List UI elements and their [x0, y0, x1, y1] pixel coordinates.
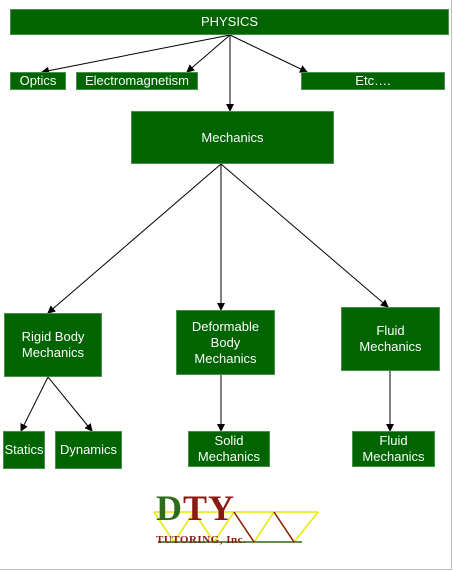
node-physics: PHYSICS	[10, 9, 449, 35]
arrow-physics-etc	[229, 34, 308, 73]
arrow-mechanics-fluid	[220, 163, 389, 308]
logo-zigzag-graphic	[153, 510, 319, 544]
node-fluid-mechanics-child: Fluid Mechanics	[352, 431, 435, 467]
logo-letters: DTY	[156, 490, 235, 526]
arrow-mechanics-rigid	[47, 163, 222, 314]
node-etc: Etc….	[301, 72, 445, 90]
node-statics: Statics	[3, 431, 45, 469]
logo-letter-t: T	[183, 488, 209, 528]
node-optics: Optics	[10, 72, 66, 90]
dty-tutoring-logo: DTY TUTORING, Inc.	[152, 490, 324, 552]
arrow-rigid-statics	[20, 376, 49, 432]
node-dynamics: Dynamics	[55, 431, 122, 469]
node-rigid-body-mechanics: Rigid Body Mechanics	[4, 313, 102, 377]
logo-letter-d: D	[156, 488, 183, 528]
node-mechanics: Mechanics	[131, 111, 334, 164]
arrow-physics-electromagnetism	[186, 34, 231, 73]
arrow-rigid-dynamics	[47, 376, 93, 432]
node-solid-mechanics: Solid Mechanics	[188, 431, 270, 467]
node-deformable-body-mechanics: Deformable Body Mechanics	[176, 310, 275, 375]
node-fluid-mechanics: Fluid Mechanics	[341, 307, 440, 371]
logo-subtitle: TUTORING, Inc.	[156, 534, 247, 546]
node-electromagnetism: Electromagnetism	[76, 72, 198, 90]
arrow-physics-optics	[41, 34, 231, 75]
logo-letter-y: Y	[208, 488, 236, 528]
